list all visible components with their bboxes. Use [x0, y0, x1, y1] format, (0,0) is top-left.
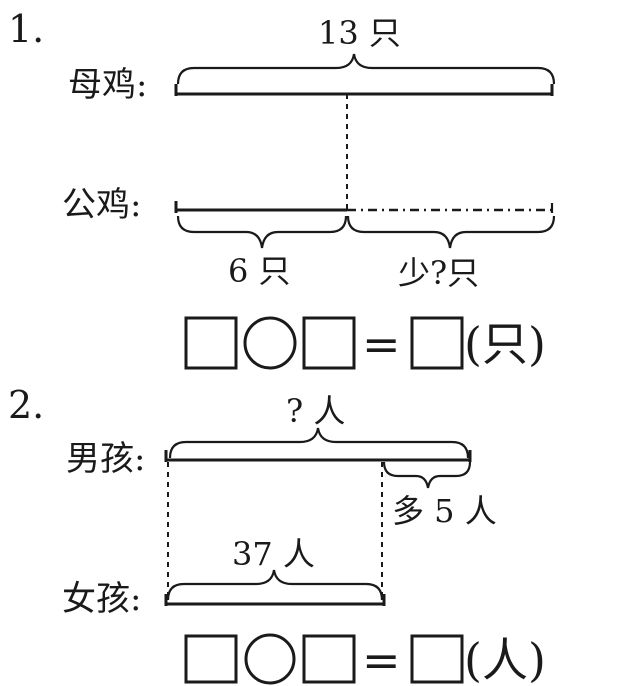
equation-1-answer-box[interactable] — [410, 316, 464, 370]
equation-2-answer-box[interactable] — [410, 634, 464, 684]
boys-label: 男孩: — [66, 439, 145, 479]
equation-2-box-2[interactable] — [302, 634, 356, 684]
equation-2-box-1[interactable] — [184, 634, 238, 684]
rooster-known-brace — [176, 215, 348, 249]
boys-extra-brace — [382, 461, 472, 489]
equation-2-equals: = — [362, 633, 401, 686]
boys-total-brace — [168, 427, 470, 459]
equation-2-operator-circle[interactable] — [244, 633, 296, 685]
rooster-difference-brace — [346, 215, 556, 249]
equation-1-box-2[interactable] — [302, 316, 356, 370]
hen-total-label: 13 只 — [318, 14, 401, 52]
equation-2-unit: (人) — [464, 633, 546, 686]
rooster-difference-label: 少?只 — [398, 254, 479, 292]
problem-1-number: 1. — [8, 7, 44, 51]
equation-1-box-1[interactable] — [184, 316, 238, 370]
boys-extra-label: 多 5 人 — [392, 492, 497, 530]
problem-2-number: 2. — [8, 383, 44, 427]
girls-count-label: 37 人 — [232, 535, 315, 573]
equation-1-operator-circle[interactable] — [243, 316, 297, 370]
rooster-label: 公鸡: — [62, 185, 141, 225]
rooster-known-label: 6 只 — [228, 252, 291, 290]
boys-total-label: ? 人 — [286, 392, 345, 430]
hen-label: 母鸡: — [68, 65, 147, 105]
equation-1-unit: (只) — [464, 317, 546, 371]
girls-count-brace — [166, 569, 384, 601]
hen-total-brace — [176, 53, 556, 85]
girls-label: 女孩: — [62, 579, 141, 619]
equation-1-equals: = — [362, 317, 401, 371]
